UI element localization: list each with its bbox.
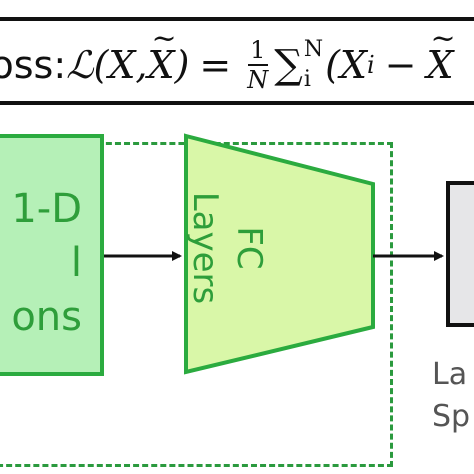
paren-open: ( — [93, 43, 109, 87]
latent-label-line: La — [432, 357, 468, 392]
input-features-label: 1-D l ons — [11, 182, 82, 344]
fraction: 1 N — [247, 38, 268, 92]
minus-sign: − — [384, 43, 417, 87]
sum-limits: N i — [304, 39, 323, 91]
input-features-block: 1-D l ons — [0, 134, 104, 376]
term-x: X — [339, 43, 367, 87]
summation: ∑ N i — [274, 39, 325, 91]
term-x-tilde: X — [426, 21, 455, 87]
sum-upper-limit: N — [303, 37, 324, 62]
fc-layers-label: FC Layers — [171, 148, 271, 348]
fraction-bar — [247, 64, 268, 66]
loss-formula-box — [0, 17, 474, 105]
loss-function-symbol: ℒ — [66, 43, 94, 87]
loss-formula: Loss: ℒ ( X , X ) = 1 N ∑ N i ( X i − X — [0, 21, 456, 101]
paren-open-2: ( — [325, 43, 340, 87]
var-x-tilde: X — [148, 21, 177, 87]
input-label-line: l — [70, 240, 82, 286]
latent-space-block — [446, 181, 474, 327]
input-label-line: ons — [11, 294, 82, 340]
latent-label-line: Sp — [432, 399, 471, 434]
fraction-denominator: N — [247, 66, 269, 94]
term-subscript: i — [366, 51, 375, 79]
paren-close: ) — [174, 43, 190, 87]
input-label-line: 1-D — [11, 186, 82, 232]
sum-lower-limit: i — [303, 67, 311, 92]
fc-label-line: Layers — [185, 191, 225, 305]
equals-sign: = — [199, 43, 232, 87]
var-x: X — [108, 43, 136, 87]
sum-symbol: ∑ — [274, 42, 303, 88]
fc-label-line: FC — [229, 226, 269, 270]
latent-space-label: La Sp — [432, 354, 470, 438]
comma: , — [135, 43, 148, 87]
fraction-numerator: 1 — [250, 36, 266, 64]
loss-label: Loss: — [0, 43, 67, 87]
fc-layers-trapezoid — [184, 133, 375, 375]
